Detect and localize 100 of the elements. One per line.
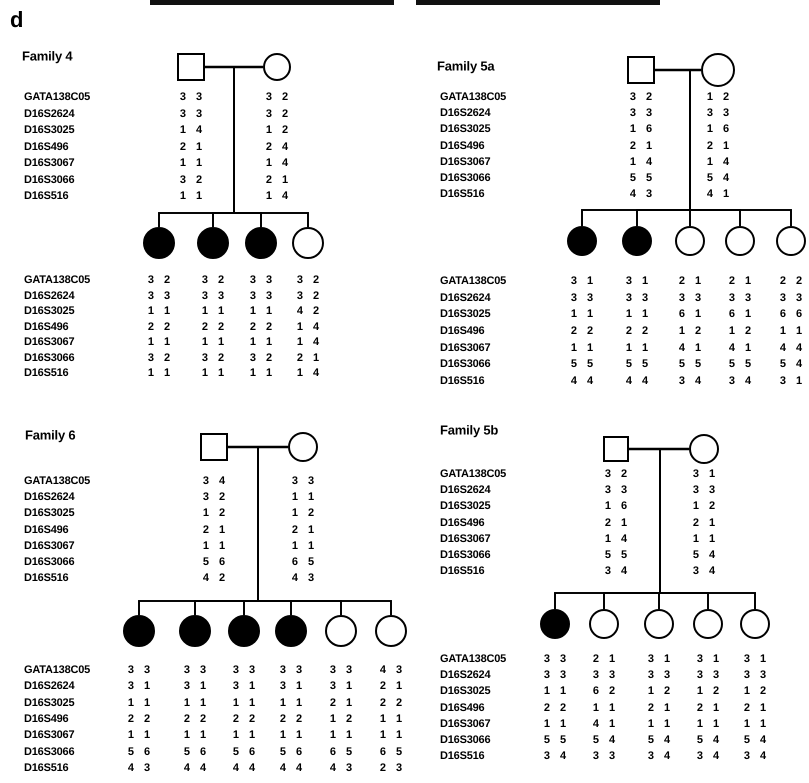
marker-name: D16S516: [24, 190, 68, 202]
allele-pair: 3 3: [692, 484, 716, 496]
marker-name: D16S496: [24, 140, 68, 152]
marker-name: D16S496: [440, 140, 484, 152]
allele-pair: 5 5: [678, 358, 702, 370]
allele-pair: 2 1: [296, 352, 320, 364]
allele-pair: 2 4: [266, 140, 288, 152]
allele-pair: 3 3: [330, 664, 352, 676]
allele-pair: 1 2: [696, 685, 720, 698]
affected-female-circle: [540, 609, 570, 639]
marker-name: D16S3067: [440, 718, 490, 730]
allele-pair: 1 4: [266, 157, 288, 169]
allele-pair: 1 1: [280, 729, 302, 742]
allele-pair: 3 1: [280, 680, 302, 692]
allele-pair: 6 5: [330, 746, 352, 758]
allele-pair: 3 3: [544, 653, 566, 665]
marker-name: D16S3067: [24, 540, 74, 552]
marker-name: D16S2624: [440, 669, 490, 682]
allele-pair: 3 2: [266, 91, 288, 103]
allele-pair: 1 1: [148, 305, 170, 317]
allele-pair: 5 4: [592, 734, 616, 746]
marker-name: GATA138C05: [24, 274, 90, 286]
allele-pair: 1 1: [250, 305, 272, 317]
allele-pair: 3 3: [728, 292, 752, 304]
marker-name: D16S3067: [24, 157, 74, 169]
allele-pair: 3 4: [696, 750, 720, 762]
allele-pair: 1 1: [292, 540, 314, 552]
allele-pair: 3 3: [184, 664, 206, 676]
allele-pair: 2 2: [626, 325, 648, 337]
marker-name: GATA138C05: [440, 91, 506, 103]
allele-pair: 3 4: [604, 565, 628, 577]
allele-pair: 3 1: [696, 653, 720, 665]
allele-pair: 3 2: [202, 274, 224, 286]
allele-pair: 4 1: [728, 342, 752, 354]
allele-pair: 1 4: [180, 124, 202, 136]
allele-pair: 5 6: [232, 746, 256, 758]
affected-female-circle: [567, 226, 597, 256]
family-title: Family 4: [22, 48, 72, 64]
allele-pair: 3 3: [744, 669, 766, 682]
allele-pair: 1 1: [544, 718, 566, 730]
marker-name: D16S2624: [440, 292, 490, 304]
allele-pair: 1 1: [202, 540, 226, 552]
allele-pair: 2 1: [380, 680, 402, 692]
allele-pair: 4 4: [280, 762, 302, 774]
female-circle: [589, 609, 619, 639]
allele-pair: 1 2: [266, 124, 288, 136]
allele-pair: 5 5: [630, 172, 652, 184]
marker-name: D16S496: [24, 524, 68, 536]
allele-pair: 2 2: [148, 320, 170, 332]
family-title: Family 5a: [437, 58, 494, 74]
female-circle: [644, 609, 674, 639]
allele-pair: 1 1: [648, 718, 670, 730]
marker-name: D16S496: [24, 320, 68, 332]
marker-name: D16S2624: [24, 290, 74, 302]
marker-name: D16S496: [440, 702, 484, 714]
allele-pair: 5 6: [184, 746, 206, 758]
allele-pair: 2 3: [380, 762, 402, 774]
allele-pair: 1 1: [570, 342, 594, 354]
allele-pair: 6 5: [380, 746, 402, 758]
female-circle: [675, 226, 705, 256]
allele-pair: 3 3: [780, 292, 802, 304]
female-circle: [375, 615, 407, 647]
marker-name: D16S3067: [440, 342, 490, 354]
allele-pair: 1 1: [148, 367, 170, 379]
marker-name: D16S516: [24, 367, 68, 379]
allele-pair: 4 1: [678, 342, 702, 354]
allele-pair: 4 4: [626, 375, 648, 387]
mating-line: [629, 448, 689, 450]
allele-pair: 2 1: [592, 653, 616, 665]
allele-pair: 2 2: [128, 713, 150, 725]
allele-pair: 3 2: [180, 174, 202, 186]
allele-pair: 3 4: [202, 475, 226, 487]
allele-pair: 4 4: [232, 762, 256, 774]
allele-pair: 1 2: [648, 685, 670, 698]
allele-pair: 1 2: [330, 713, 352, 725]
allele-pair: 1 4: [296, 320, 320, 332]
marker-name: D16S3025: [440, 123, 490, 136]
allele-pair: 1 1: [184, 729, 206, 742]
allele-pair: 4 3: [330, 762, 352, 774]
allele-pair: 3 3: [180, 108, 202, 120]
descent-line: [233, 66, 309, 227]
allele-pair: 2 2: [380, 696, 402, 709]
allele-pair: 5 6: [280, 746, 302, 758]
marker-name: D16S3067: [440, 532, 490, 545]
marker-name: D16S3066: [440, 172, 490, 184]
allele-pair: 1 1: [232, 729, 256, 742]
allele-pair: 2 2: [184, 713, 206, 725]
allele-pair: 3 3: [592, 669, 616, 682]
affected-female-circle: [228, 615, 260, 647]
allele-pair: 5 4: [744, 734, 766, 746]
male-square: [177, 53, 205, 81]
allele-pair: 2 2: [250, 320, 272, 332]
allele-pair: 5 4: [696, 734, 720, 746]
allele-pair: 2 1: [728, 275, 752, 287]
allele-pair: 1 4: [630, 156, 652, 168]
allele-pair: 5 6: [202, 556, 226, 568]
allele-pair: 2 1: [202, 524, 226, 536]
allele-pair: 1 4: [266, 190, 288, 202]
allele-pair: 3 1: [626, 275, 648, 287]
allele-pair: 1 1: [250, 336, 272, 348]
